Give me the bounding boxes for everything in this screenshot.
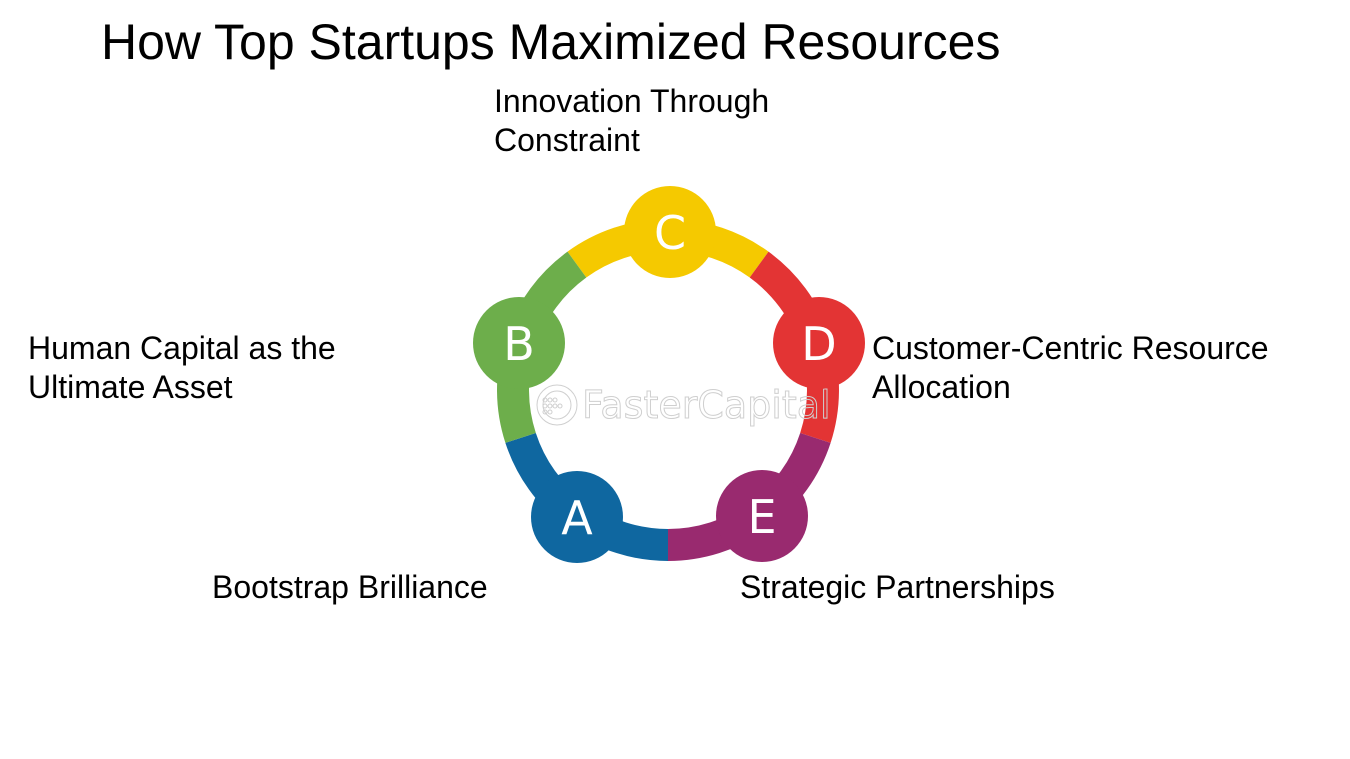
node-c-letter: C — [654, 206, 686, 260]
node-c-circle — [624, 186, 716, 278]
label-c-line-1: Innovation Through — [494, 83, 770, 119]
node-d-letter: D — [801, 317, 836, 371]
label-a: Bootstrap Brilliance — [212, 568, 488, 607]
label-b: Human Capital as the Ultimate Asset — [28, 329, 336, 407]
node-a: A — [531, 471, 623, 563]
gear-icon — [536, 384, 578, 426]
diagram-title: How Top Startups Maximized Resources — [101, 14, 1001, 70]
node-a-letter: A — [561, 491, 593, 545]
node-e-letter: E — [747, 490, 776, 544]
node-b-circle — [473, 297, 565, 389]
label-c-line-2: Constraint — [494, 122, 640, 158]
node-d: D — [773, 297, 865, 389]
node-b-letter: B — [503, 317, 535, 371]
watermark-text: FasterCapital — [582, 383, 831, 427]
label-b-line-1: Human Capital as the — [28, 330, 336, 366]
label-c: Innovation Through Constraint — [494, 82, 769, 160]
watermark: FasterCapital — [536, 383, 831, 428]
node-b: B — [473, 297, 565, 389]
label-d-line-2: Allocation — [872, 369, 1011, 405]
node-a-circle — [531, 471, 623, 563]
node-e-circle — [716, 470, 808, 562]
label-b-line-2: Ultimate Asset — [28, 369, 233, 405]
label-d-line-1: Customer-Centric Resource — [872, 330, 1269, 366]
node-c: C — [624, 186, 716, 278]
node-e: E — [716, 470, 808, 562]
label-e: Strategic Partnerships — [740, 568, 1055, 607]
node-d-circle — [773, 297, 865, 389]
label-e-line-1: Strategic Partnerships — [740, 569, 1055, 605]
label-d: Customer-Centric Resource Allocation — [872, 329, 1269, 407]
label-a-line-1: Bootstrap Brilliance — [212, 569, 488, 605]
